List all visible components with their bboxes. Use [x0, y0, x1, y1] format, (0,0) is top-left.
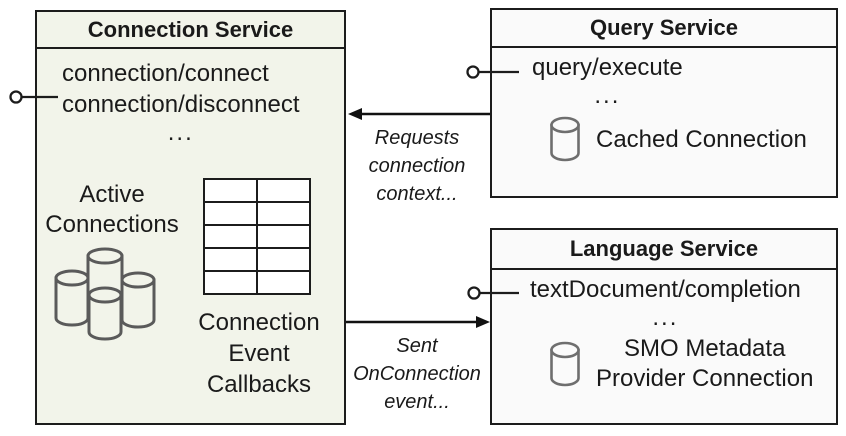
table-row: [203, 247, 311, 272]
database-cylinder-icon: [550, 116, 580, 162]
active-connections-label: Active Connections: [45, 181, 179, 238]
connection-event-callbacks-label: Connection Event Callbacks: [198, 309, 320, 398]
requests-context-arrow: [348, 108, 490, 120]
methods-ellipsis: ...: [594, 82, 621, 109]
database-cylinder-icon: [550, 341, 580, 386]
sent-onconnection-event-label: Sent OnConnection event...: [353, 335, 481, 413]
table-row: [203, 178, 311, 203]
query-service-methods: query/execute ...: [532, 52, 683, 109]
language-service-box: Language Service textDocument/completion…: [490, 228, 838, 425]
query-service-title: Query Service: [492, 10, 836, 48]
methods-ellipsis: ...: [652, 304, 679, 331]
method-textdocument-completion: textDocument/completion: [530, 276, 801, 303]
smo-metadata-connection-row: SMO Metadata Provider Connection: [548, 334, 813, 394]
cached-connection-row: Cached Connection: [548, 116, 807, 163]
smo-metadata-provider-connection-label: SMO Metadata Provider Connection: [596, 335, 814, 392]
method-connection-connect: connection/connect: [62, 60, 269, 87]
callback-table-grid: [203, 178, 311, 295]
query-service-box: Query Service query/execute ... Cached C…: [490, 8, 838, 198]
language-service-methods: textDocument/completion ...: [530, 274, 801, 331]
method-connection-disconnect: connection/disconnect: [62, 91, 300, 118]
cached-connection-label: Cached Connection: [596, 125, 807, 153]
active-connections-cylinders-icon: [54, 247, 156, 341]
table-row: [203, 224, 311, 249]
requests-connection-context-label: Requests connection context...: [368, 127, 466, 205]
table-row: [203, 270, 311, 295]
onconnection-event-arrow: [346, 316, 490, 328]
connection-service-box: Connection Service connection/connect co…: [35, 10, 346, 425]
language-service-title: Language Service: [492, 230, 836, 270]
connection-service-title: Connection Service: [37, 12, 344, 49]
connection-service-methods: connection/connect connection/disconnect…: [62, 58, 300, 146]
methods-ellipsis: ...: [167, 119, 194, 146]
method-query-execute: query/execute: [532, 54, 683, 81]
table-row: [203, 201, 311, 226]
